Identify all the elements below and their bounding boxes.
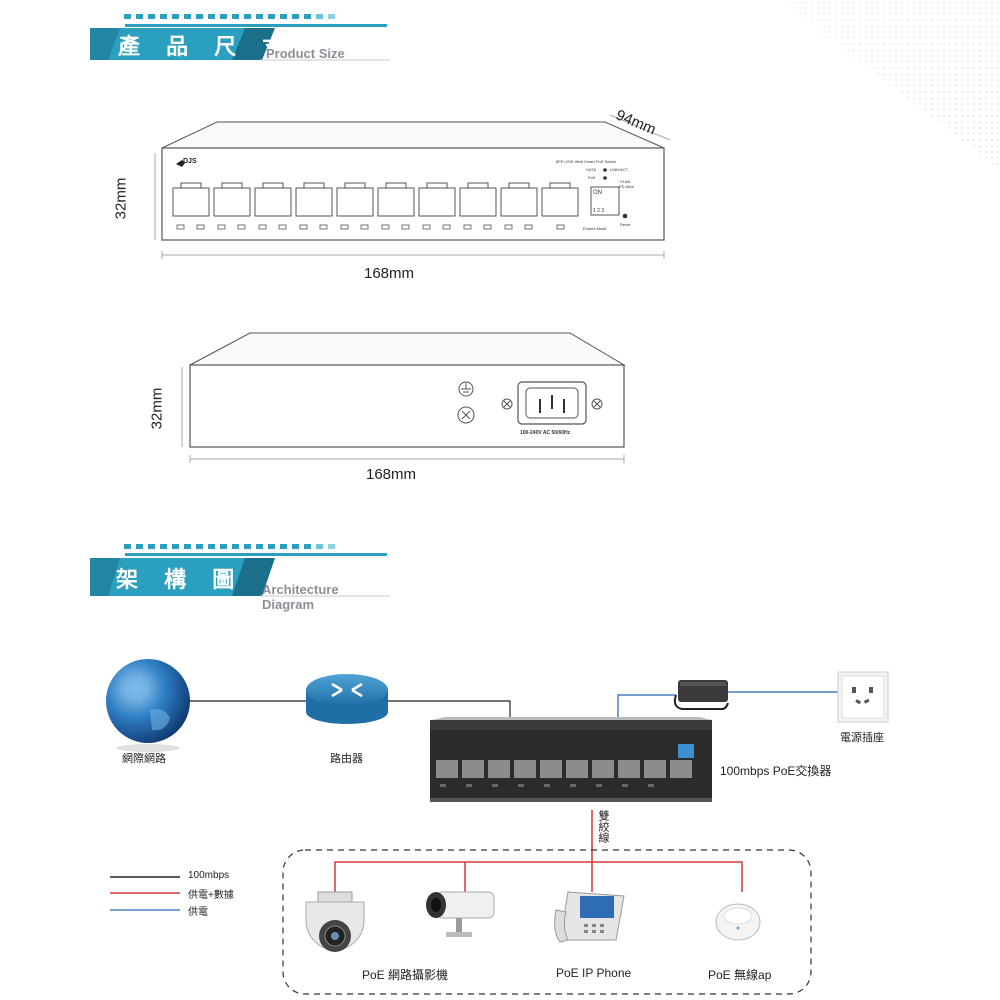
port-leds bbox=[176, 224, 565, 230]
switch-label: 100mbps PoE交換器 bbox=[720, 764, 832, 778]
ground-icon bbox=[458, 381, 474, 397]
inlet-screw-left-icon bbox=[501, 398, 513, 410]
back-view-drawing: 100-240V AC 50/60Hz 32mm 168mm bbox=[130, 325, 650, 495]
front-view-outline bbox=[154, 114, 671, 259]
router-label: 路由器 bbox=[330, 753, 363, 765]
led-label-linkact: LINK/ACT bbox=[610, 167, 629, 172]
phone-label: PoE IP Phone bbox=[556, 966, 632, 980]
wireless-ap-icon bbox=[715, 903, 761, 941]
legend-label-data: 100mbps bbox=[188, 870, 230, 881]
model-text: 8FE+2GE Web Smart PoE Switch bbox=[556, 159, 617, 164]
ip-phone-icon bbox=[554, 891, 625, 943]
dip-numbers: 1 2 3 bbox=[593, 208, 605, 214]
banner-graphic bbox=[90, 14, 390, 61]
led-label-poe: PoE bbox=[588, 175, 596, 180]
screw-icon bbox=[457, 406, 475, 424]
section-title: 產 品 尺 寸 bbox=[118, 34, 295, 59]
inlet-screw-right-icon bbox=[591, 398, 603, 410]
poe-devices-group bbox=[282, 849, 812, 995]
router-switch-link bbox=[388, 700, 511, 718]
globe-icon bbox=[106, 659, 190, 752]
extend-mode-label: Extend Mode bbox=[583, 226, 607, 231]
ap-label: PoE 無線ap bbox=[708, 968, 772, 982]
architecture-banner: 架 構 圖 Architecture Diagram bbox=[90, 540, 390, 612]
reset-label: Reset bbox=[620, 222, 631, 227]
dip-switch bbox=[590, 186, 620, 216]
poe-switch-icon bbox=[430, 717, 712, 802]
back-height-dimension: 32mm bbox=[148, 387, 166, 430]
dip-on-label: ON bbox=[593, 190, 602, 196]
product-size-banner: 產 品 尺 寸 Product Size bbox=[90, 10, 390, 68]
brand-name: DJS bbox=[183, 158, 197, 165]
power-rating: 100-240V AC 50/60Hz bbox=[520, 430, 571, 436]
poe-distribution-line bbox=[334, 861, 743, 892]
led-label-pdalive: PD Alive bbox=[619, 184, 635, 189]
rj45-ports bbox=[172, 182, 579, 217]
wall-outlet-icon bbox=[837, 671, 889, 723]
led-label-data: DATA bbox=[586, 167, 597, 172]
width-dimension: 168mm bbox=[364, 265, 415, 282]
banner-graphic-2 bbox=[90, 544, 390, 597]
power-adapter-icon bbox=[673, 680, 729, 710]
camera-label: PoE 網路攝影機 bbox=[362, 968, 449, 982]
power-adapter-link bbox=[617, 694, 676, 720]
height-dimension: 32mm bbox=[112, 177, 130, 220]
legend-label-power: 供電 bbox=[188, 907, 208, 918]
led-label-vlan: VLAN bbox=[620, 179, 631, 184]
cable-label: 雙絞線 bbox=[597, 810, 609, 843]
outlet-label: 電源插座 bbox=[840, 732, 884, 744]
internet-label: 網際網路 bbox=[122, 753, 166, 765]
front-view-drawing: DJS 8FE+2GE Web Smart PoE Switch DATA LI… bbox=[110, 95, 680, 295]
decorative-pattern bbox=[720, 0, 1000, 170]
section-title-2: 架 構 圖 bbox=[116, 567, 245, 592]
power-inlet bbox=[517, 381, 587, 425]
brand-logo-icon bbox=[176, 160, 185, 167]
reset-button bbox=[622, 213, 628, 219]
ptz-camera-icon bbox=[305, 891, 365, 952]
section-subtitle-2: Architecture Diagram bbox=[262, 582, 339, 612]
router-icon bbox=[306, 674, 388, 724]
legend-label-poe: 供電+數據 bbox=[188, 890, 234, 901]
section-subtitle: Product Size bbox=[266, 46, 345, 61]
back-width-dimension: 168mm bbox=[366, 466, 417, 483]
back-view-outline bbox=[181, 332, 626, 463]
architecture-diagram bbox=[106, 659, 889, 995]
bullet-camera-icon bbox=[426, 891, 495, 937]
banner-dots bbox=[124, 14, 335, 19]
